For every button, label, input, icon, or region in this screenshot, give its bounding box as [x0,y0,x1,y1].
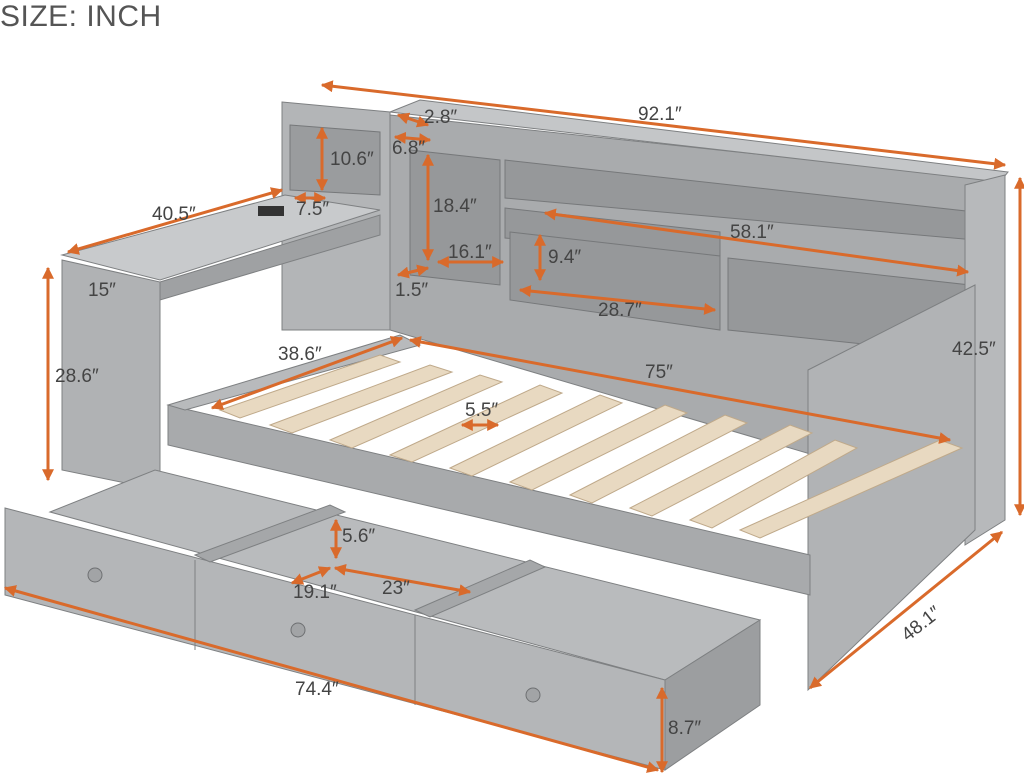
arrow-drawer-compartment-depth [290,566,332,585]
desk-side [159,214,381,301]
label-desk-height: 28.6″ [55,366,99,387]
size-unit-title: SIZE: INCH [0,0,162,33]
arrow-lower-shelf-width [518,285,717,315]
label-drawer-compartment-depth: 19.1″ [293,582,337,603]
label-overall-length: 92.1″ [638,104,682,125]
drawer-knob-2 [290,622,306,638]
drawer-divider-1 [193,504,347,563]
label-slat-gap: 5.5″ [465,400,498,421]
label-cubby-depth: 6.8″ [392,138,425,159]
label-socket-offset: 7.5″ [296,199,329,220]
label-top-shelf-depth: 2.8″ [424,107,457,128]
label-tall-cubby-height: 18.4″ [433,196,477,217]
drawer-knob-1 [87,567,103,583]
label-shelf-height: 9.4″ [548,247,581,268]
drawer-knob-3 [525,687,541,703]
arrow-top-shelf-depth [396,112,430,128]
label-small-cubby-height: 10.6″ [330,149,374,170]
label-inner-cubby-width: 16.1″ [448,242,492,263]
label-drawer-compartment-width: 23″ [382,578,410,599]
arrow-mattress-width [210,336,404,410]
arrow-overall-length [320,80,1007,170]
label-drawer-depth: 5.6″ [342,526,375,547]
usb-socket [258,206,284,216]
label-drawer-height: 8.7″ [668,718,701,739]
label-lower-shelf-width: 28.7″ [598,300,642,321]
label-drawer-length: 74.4″ [295,679,339,700]
dimension-lines [3,80,1024,774]
arrow-desk-top-width [66,187,284,255]
arrow-board-thickness [396,264,430,279]
label-desk-depth: 15″ [88,280,116,301]
arrow-cubby-depth [393,131,432,146]
label-overall-width: 48.1″ [898,602,946,646]
label-board-thickness: 1.5″ [395,280,428,301]
label-long-shelf-width: 58.1″ [730,222,774,243]
arrow-mattress-length [408,336,952,444]
arrow-overall-width [809,530,1003,690]
arrow-long-shelf-width [543,208,970,277]
label-mattress-width: 38.6″ [278,344,322,365]
label-mattress-length: 75″ [645,362,673,383]
label-headboard-height: 42.5″ [952,339,996,360]
arrow-drawer-length [3,585,660,773]
label-desk-top-width: 40.5″ [152,204,196,225]
